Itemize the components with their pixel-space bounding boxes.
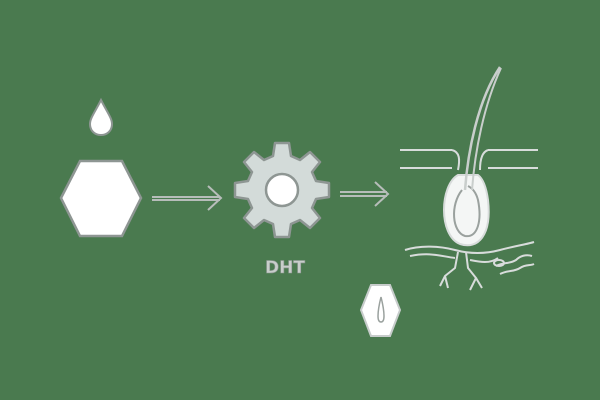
arrow-right-icon [340,181,390,207]
hexagon-icon [59,159,143,238]
hexagon-droplet-icon [359,284,402,337]
gear-icon [233,141,331,239]
droplet-icon [88,97,114,137]
dht-label: DHT [265,258,306,279]
hair-follicle-icon [400,66,538,291]
arrow-right-icon [152,185,223,211]
